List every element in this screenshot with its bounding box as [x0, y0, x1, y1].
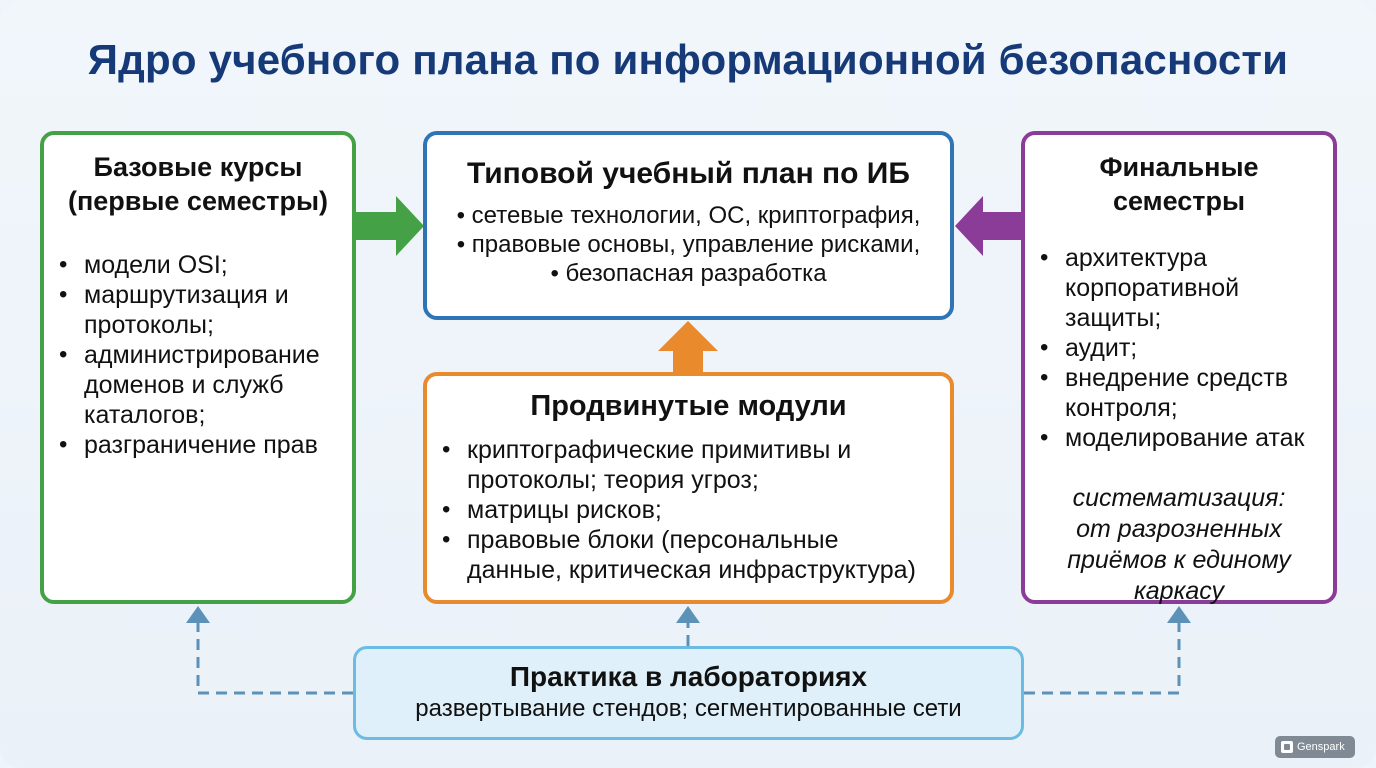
- list-item: • сетевые технологии, ОС, криптография,: [456, 202, 921, 229]
- basic-courses-heading: Базовые курсы (первые семестры): [44, 150, 352, 218]
- arrow-advanced-to-core: [658, 321, 718, 372]
- list-item: криптографические примитивы ипротоколы; …: [427, 435, 950, 495]
- list-item: • безопасная разработка: [550, 260, 827, 287]
- advanced-modules-box: Продвинутые модули криптографические при…: [423, 372, 954, 604]
- lab-practice-heading: Практика в лабораториях: [509, 661, 868, 692]
- list-item: моделирование атак: [1025, 423, 1333, 453]
- final-semesters-heading: Финальные семестры: [1025, 150, 1333, 218]
- systematization-note: систематизация: от разрозненных приёмов …: [1067, 484, 1291, 605]
- final-heading-line: семестры: [1112, 186, 1246, 216]
- page-title: Ядро учебного плана по информационной бе…: [87, 36, 1289, 83]
- list-item: аудит;: [1025, 333, 1333, 363]
- final-semesters-box: Финальные семестры архитектуракорпоратив…: [1021, 131, 1337, 605]
- lab-practice-box: Практика в лабораториях развертывание ст…: [353, 646, 1024, 740]
- core-curriculum-box: Типовой учебный план по ИБ • сетевые тех…: [423, 131, 954, 320]
- lab-arrowheads: [186, 606, 1191, 623]
- genspark-logo-icon: [1281, 741, 1293, 753]
- genspark-watermark: Genspark: [1275, 736, 1355, 758]
- watermark-text: Genspark: [1297, 741, 1345, 753]
- lab-dashed-links: [196, 621, 1181, 695]
- list-item: матрицы рисков;: [427, 495, 950, 525]
- final-heading-line: Финальные: [1099, 152, 1259, 182]
- list-item: разграничение прав: [44, 430, 352, 460]
- basic-heading-line: (первые семестры): [67, 186, 329, 216]
- arrow-basic-to-core: [356, 196, 424, 256]
- lab-practice-subtitle: развертывание стендов; сегментированные …: [415, 695, 962, 722]
- basic-courses-box: Базовые курсы (первые семестры) модели O…: [40, 131, 356, 604]
- list-item: модели OSI;: [44, 250, 352, 280]
- basic-heading-line: Базовые курсы: [93, 152, 303, 182]
- advanced-modules-list: криптографические примитивы ипротоколы; …: [427, 435, 950, 585]
- core-curriculum-list: • сетевые технологии, ОС, криптография, …: [427, 201, 950, 288]
- core-curriculum-heading: Типовой учебный план по ИБ: [467, 157, 910, 190]
- arrow-final-to-core: [955, 196, 1021, 256]
- list-item: • правовые основы, управление рисками,: [456, 231, 921, 258]
- advanced-modules-heading: Продвинутые модули: [530, 390, 847, 422]
